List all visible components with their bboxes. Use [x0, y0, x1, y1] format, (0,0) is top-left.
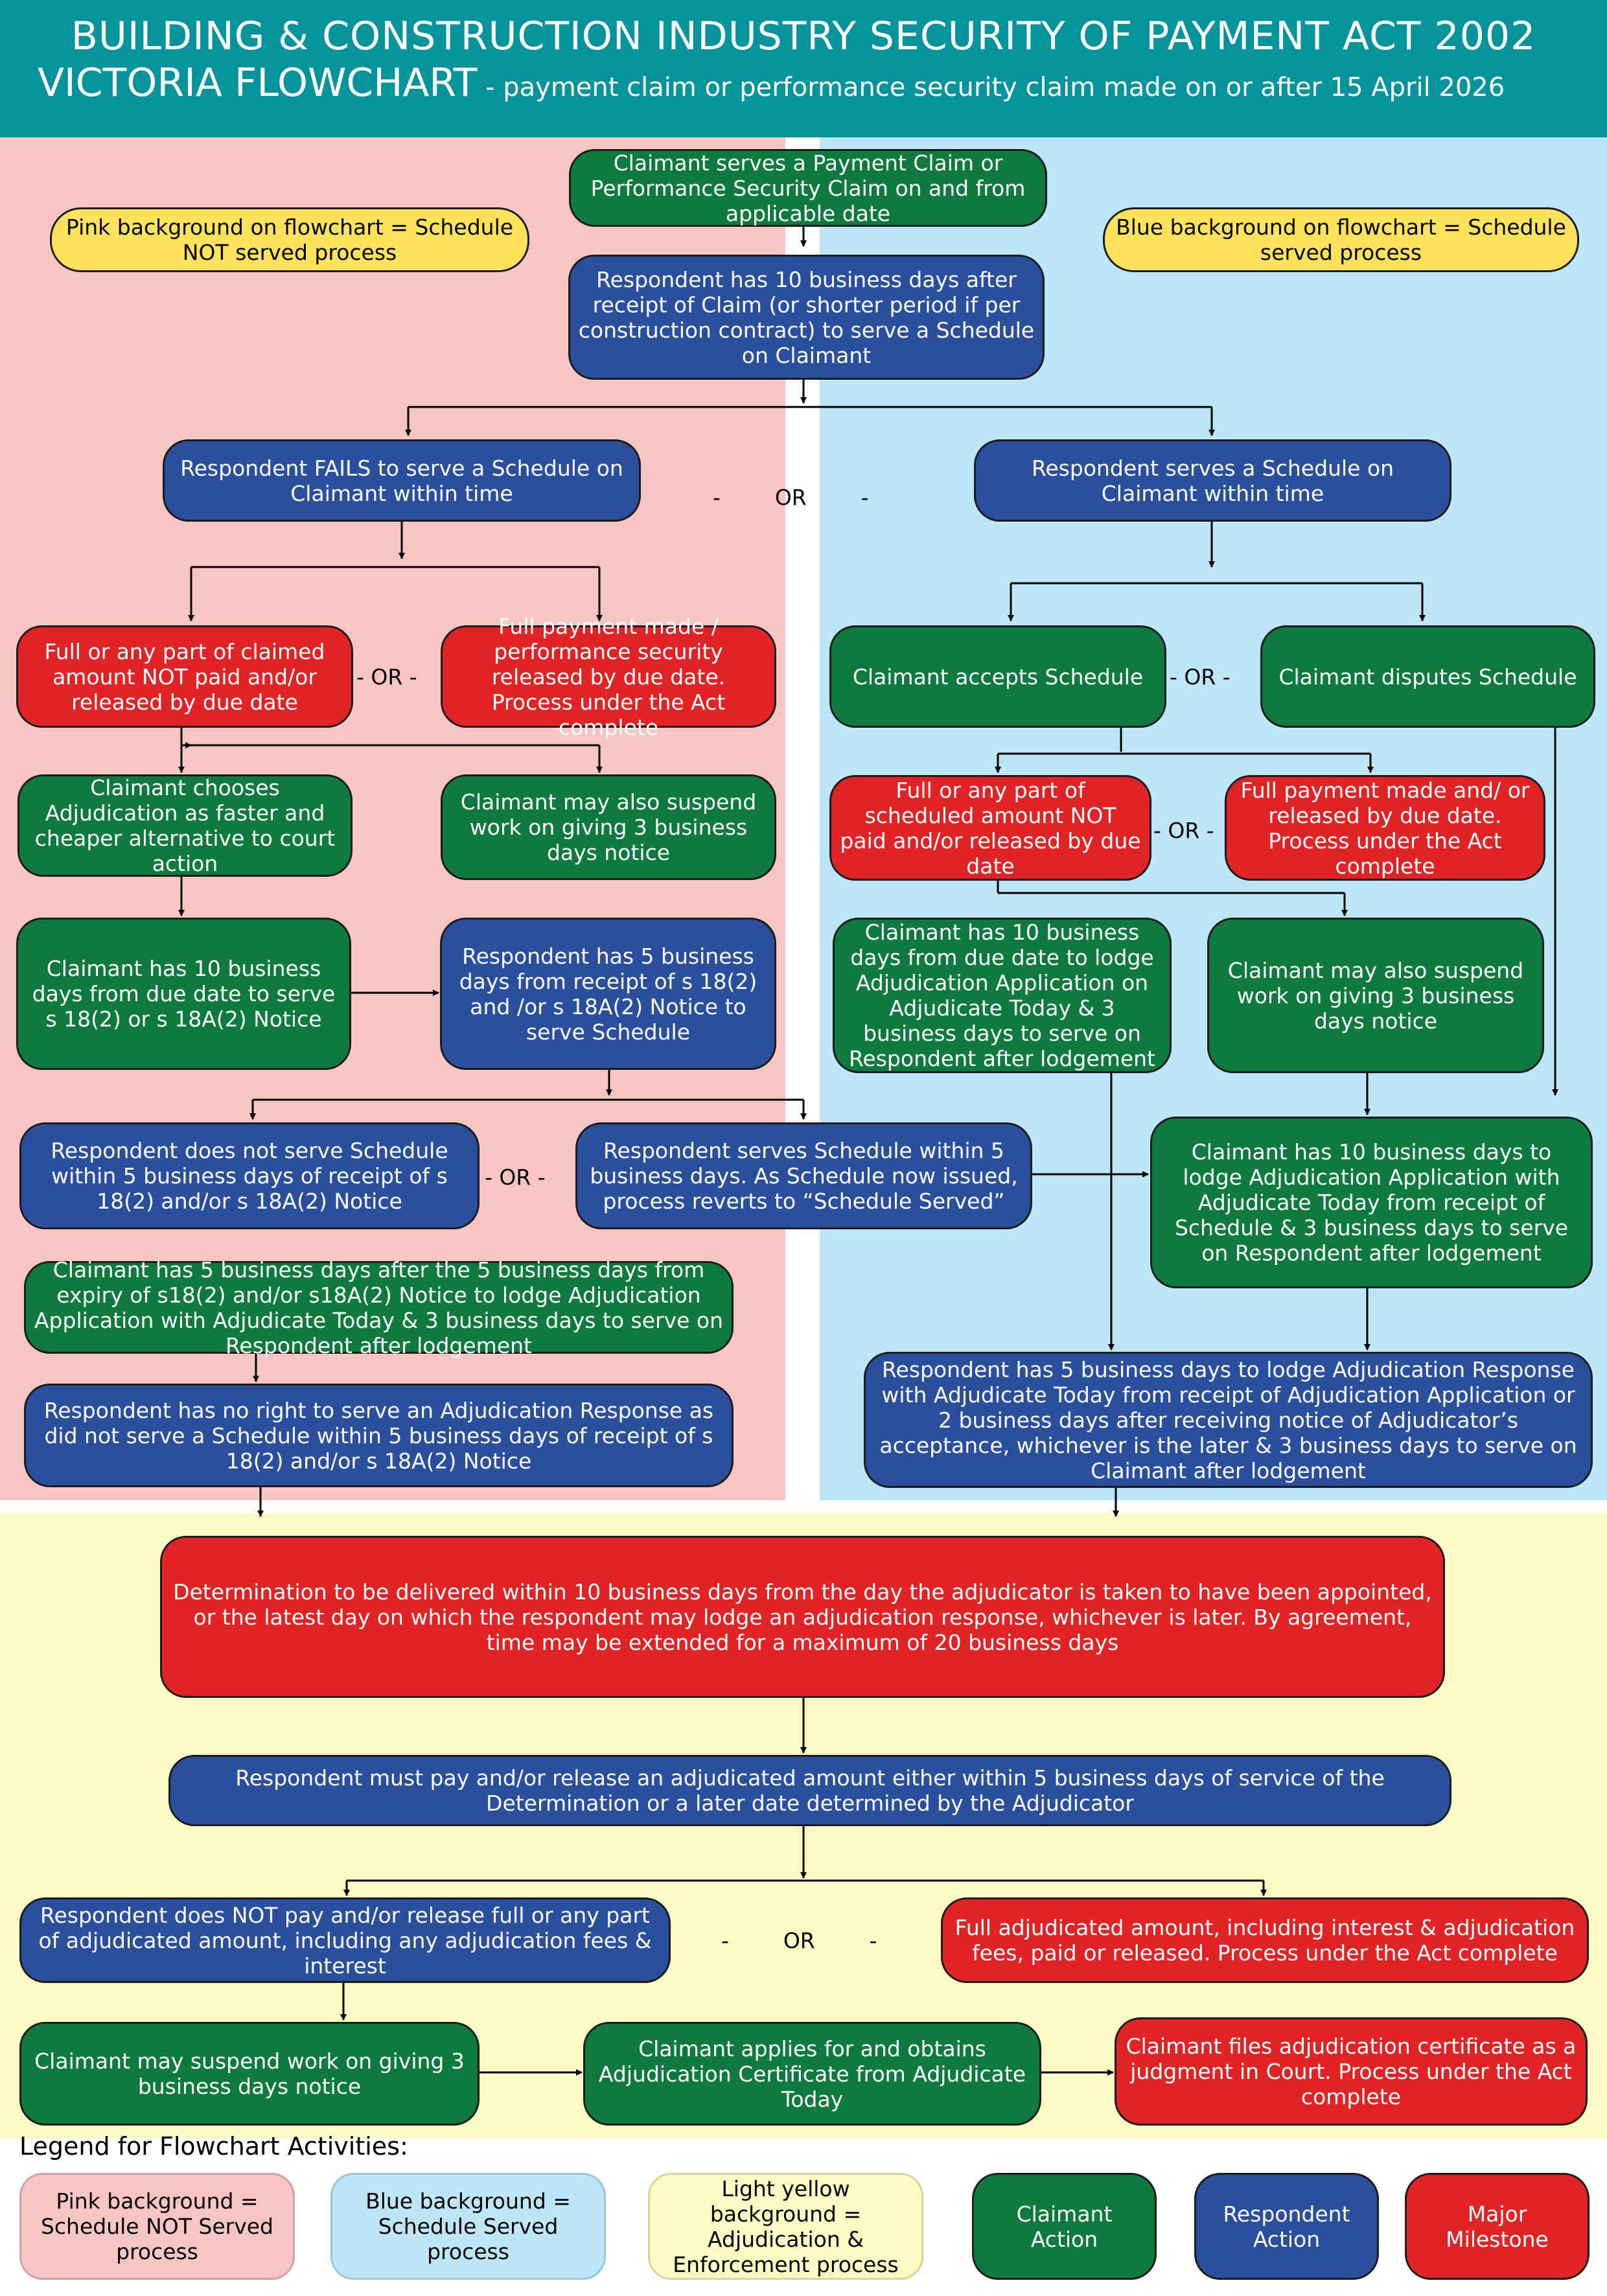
legend-milestone: Major Milestone	[1405, 2173, 1590, 2280]
not-serve-schedule-box: Respondent does not serve Schedule withi…	[19, 1122, 480, 1229]
accepts-schedule-box: Claimant accepts Schedule	[829, 625, 1166, 728]
blue-note: Blue background on flowchart = Schedule …	[1103, 207, 1579, 272]
claim-served-box: Claimant serves a Payment Claim or Perfo…	[569, 149, 1047, 227]
or-label-pink-1: - OR -	[356, 664, 417, 690]
legend-yellow: Light yellow background = Adjudication &…	[648, 2173, 923, 2280]
pink-not-paid-box: Full or any part of claimed amount NOT p…	[16, 625, 353, 728]
fails-schedule-box: Respondent FAILS to serve a Schedule on …	[163, 439, 641, 522]
or-label-blue-2: - OR -	[1153, 818, 1214, 843]
legend-respondent: Respondent Action	[1194, 2173, 1379, 2280]
must-pay-box: Respondent must pay and/or release an ad…	[168, 1755, 1451, 1826]
response-5-days-box: Respondent has 5 business days to lodge …	[864, 1352, 1593, 1488]
title-subtitle: - payment claim or performance security …	[477, 73, 1505, 102]
serves-schedule-box: Respondent serves a Schedule on Claimant…	[974, 439, 1451, 522]
or-label-pink-2: - OR -	[485, 1165, 546, 1190]
ten-days-lodge-receipt-box: Claimant has 10 business days to lodge A…	[1150, 1117, 1593, 1288]
ten-days-notice-box: Claimant has 10 business days from due d…	[16, 918, 351, 1070]
or-label-yellow: - OR -	[721, 1928, 877, 1953]
blue-may-suspend-box: Claimant may also suspend work on giving…	[1207, 918, 1544, 1073]
or-label-top: - OR -	[713, 485, 869, 510]
or-label-blue-1: - OR -	[1170, 664, 1231, 690]
pink-may-suspend-box: Claimant may also suspend work on giving…	[441, 774, 776, 880]
pink-note: Pink background on flowchart = Schedule …	[50, 207, 529, 272]
adjudication-certificate-box: Claimant applies for and obtains Adjudic…	[583, 2022, 1041, 2126]
five-days-schedule-box: Respondent has 5 business days from rece…	[440, 918, 776, 1070]
not-pay-box: Respondent does NOT pay and/or release f…	[19, 1897, 671, 1983]
header-banner: BUILDING & CONSTRUCTION INDUSTRY SECURIT…	[0, 0, 1607, 137]
blue-full-payment-box: Full payment made and/ or released by du…	[1225, 775, 1545, 881]
pink-full-payment-box: Full payment made / performance security…	[441, 614, 776, 740]
legend-title: Legend for Flowchart Activities:	[19, 2132, 408, 2161]
no-right-response-box: Respondent has no right to serve an Adju…	[24, 1384, 734, 1487]
legend-pink: Pink background = Schedule NOT Served pr…	[19, 2173, 295, 2280]
determination-box: Determination to be delivered within 10 …	[160, 1536, 1445, 1698]
legend-blue: Blue background = Schedule Served proces…	[330, 2173, 606, 2280]
chooses-adjudication-box: Claimant chooses Adjudication as faster …	[17, 774, 353, 877]
blue-not-paid-box: Full or any part of scheduled amount NOT…	[829, 775, 1151, 881]
suspend-work-box: Claimant may suspend work on giving 3 bu…	[19, 2022, 480, 2126]
judgment-box: Claimant files adjudication certificate …	[1115, 2017, 1588, 2126]
ten-days-lodge-box: Claimant has 10 business days from due d…	[833, 918, 1172, 1073]
five-days-lodge-box: Claimant has 5 business days after the 5…	[24, 1257, 734, 1358]
title-line-2: VICTORIA FLOWCHART - payment claim or pe…	[38, 60, 1593, 111]
disputes-schedule-box: Claimant disputes Schedule	[1260, 625, 1595, 728]
respondent-10-days-box: Respondent has 10 business days after re…	[568, 255, 1045, 380]
title-victoria: VICTORIA FLOWCHART	[38, 60, 478, 106]
serves-schedule-within-5-box: Respondent serves Schedule within 5 busi…	[575, 1122, 1032, 1229]
full-paid-box: Full adjudicated amount, including inter…	[941, 1897, 1589, 1983]
legend-claimant: Claimant Action	[972, 2173, 1157, 2280]
title-line-1: BUILDING & CONSTRUCTION INDUSTRY SECURIT…	[71, 14, 1536, 59]
